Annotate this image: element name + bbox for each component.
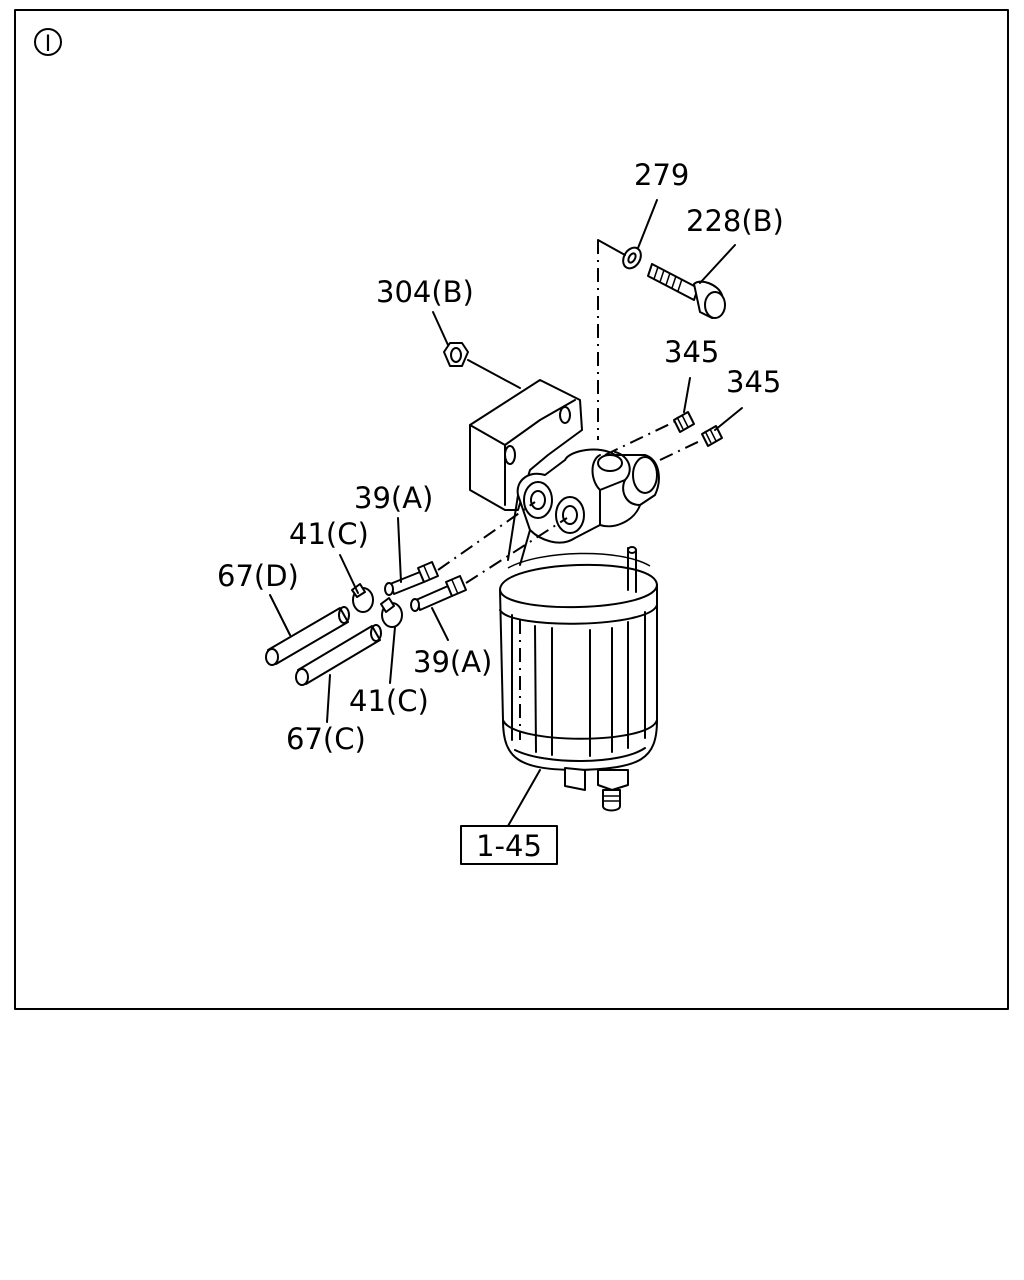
fitting-39a-lower	[410, 575, 467, 612]
plug-345-lower	[701, 425, 723, 447]
clamp-41c-lower	[380, 597, 403, 628]
callout-41c-lower: 41(C)	[349, 684, 429, 718]
view-marker: I	[34, 28, 62, 57]
alignment-line-fitting-lower	[465, 517, 568, 584]
callout-67c: 67(C)	[286, 722, 366, 756]
fitting-39a-upper	[384, 561, 439, 596]
view-marker-text: I	[45, 32, 52, 57]
filter-head	[507, 448, 660, 566]
bolt-228b	[647, 263, 726, 319]
mounting-bracket	[469, 379, 583, 511]
nut-304b	[443, 342, 469, 367]
alignment-line-plug-lower	[659, 439, 703, 461]
plug-345-upper	[673, 411, 695, 433]
hose-67c	[295, 624, 382, 686]
alignment-line-plug-upper	[604, 421, 675, 456]
callout-304b: 304(B)	[376, 275, 474, 309]
fuel-filter-assembly	[499, 546, 658, 812]
callout-345-upper: 345	[664, 335, 719, 369]
callout-228b: 228(B)	[686, 204, 784, 238]
callout-41c-upper: 41(C)	[289, 517, 369, 551]
callout-279: 279	[634, 158, 689, 192]
washer-279	[622, 246, 642, 270]
reference-box	[460, 825, 558, 865]
callout-345-lower: 345	[726, 365, 781, 399]
callout-39a-upper: 39(A)	[354, 481, 433, 515]
alignment-line-fitting-upper	[437, 501, 536, 571]
callout-39a-lower: 39(A)	[413, 645, 492, 679]
hose-67d	[265, 606, 350, 666]
callout-67d: 67(D)	[217, 559, 299, 593]
callout-1-45: 1-45	[476, 829, 542, 863]
diagram-frame	[14, 9, 1009, 1010]
